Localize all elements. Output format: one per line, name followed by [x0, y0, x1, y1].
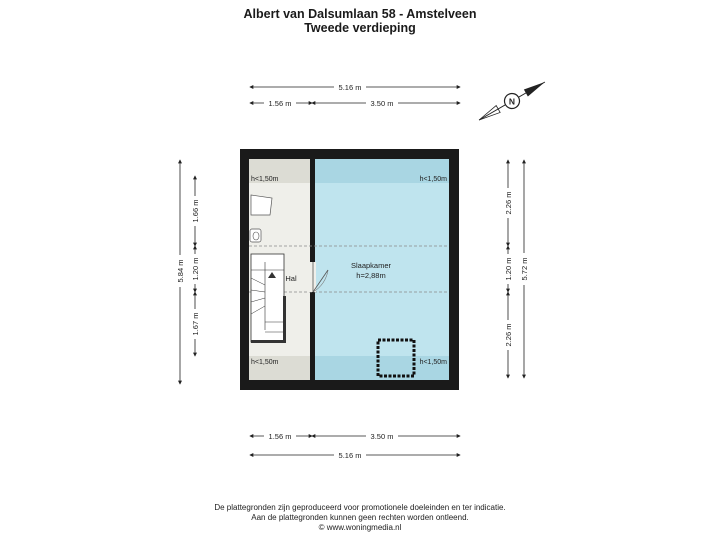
door-icon [309, 262, 329, 293]
disclaimer-line: Aan de plattegronden kunnen geen rechten… [251, 513, 469, 522]
dim-label-left-mid: 1.20 m [191, 258, 200, 281]
roof-window-icon [376, 338, 416, 378]
room-label-slaapkamer: Slaapkamer [351, 261, 392, 270]
toilet-icon [249, 228, 262, 243]
dimension-left-total: 5.84 m [175, 159, 185, 385]
dim-label-right-bottom: 2.26 m [504, 324, 513, 347]
height-label-bedroom-top: h<1,50m [420, 176, 448, 183]
dimension-right-parts: 2.26 m 1.20 m 2.26 m [503, 159, 513, 379]
dim-label-top-total: 5.16 m [339, 83, 362, 92]
compass-letter: N [509, 97, 515, 107]
dim-label-left-top: 1.66 m [191, 200, 200, 223]
dim-label-top-right: 3.50 m [371, 99, 394, 108]
bedroom-low-zone-top [315, 159, 449, 183]
dim-label-right-top: 2.26 m [504, 192, 513, 215]
height-label-hall-top: h<1,50m [251, 176, 279, 183]
height-label-bedroom-bottom: h<1,50m [420, 359, 448, 366]
room-height-slaapkamer: h=2,88m [356, 271, 385, 280]
dim-label-bottom-right: 3.50 m [371, 432, 394, 441]
dimension-left-parts: 1.66 m 1.20 m 1.67 m [190, 175, 200, 357]
dimension-right-total: 5.72 m [519, 159, 529, 379]
staircase-icon [250, 253, 286, 343]
compass-icon [478, 81, 546, 121]
hallway-low-zone-bottom [249, 356, 310, 380]
height-label-hall-bottom: h<1,50m [251, 359, 279, 366]
dim-label-left-bottom: 1.67 m [191, 313, 200, 336]
copyright-line: © www.woningmedia.nl [318, 523, 402, 532]
dim-label-left-total: 5.84 m [176, 260, 185, 283]
washbasin-icon [250, 194, 273, 216]
dimension-top-total: 5.16 m [249, 82, 461, 92]
dimension-top-parts: 1.56 m 3.50 m [249, 98, 461, 108]
dim-label-right-total: 5.72 m [520, 258, 529, 281]
bedroom-area [315, 159, 449, 380]
hallway-low-zone-top [249, 159, 310, 183]
dim-label-right-mid: 1.20 m [504, 258, 513, 281]
dim-label-bottom-left: 1.56 m [269, 432, 292, 441]
dimension-bottom-total: 5.16 m [249, 450, 461, 460]
dimension-bottom-parts: 1.56 m 3.50 m [249, 431, 461, 441]
plan-subtitle: Tweede verdieping [304, 21, 416, 35]
disclaimer-line: De plattegronden zijn geproduceerd voor … [214, 503, 506, 512]
room-label-hal: Hal [285, 274, 297, 283]
dim-label-top-left: 1.56 m [269, 99, 292, 108]
dim-label-bottom-total: 5.16 m [339, 451, 362, 460]
plan-title: Albert van Dalsumlaan 58 - Amstelveen [243, 7, 477, 21]
